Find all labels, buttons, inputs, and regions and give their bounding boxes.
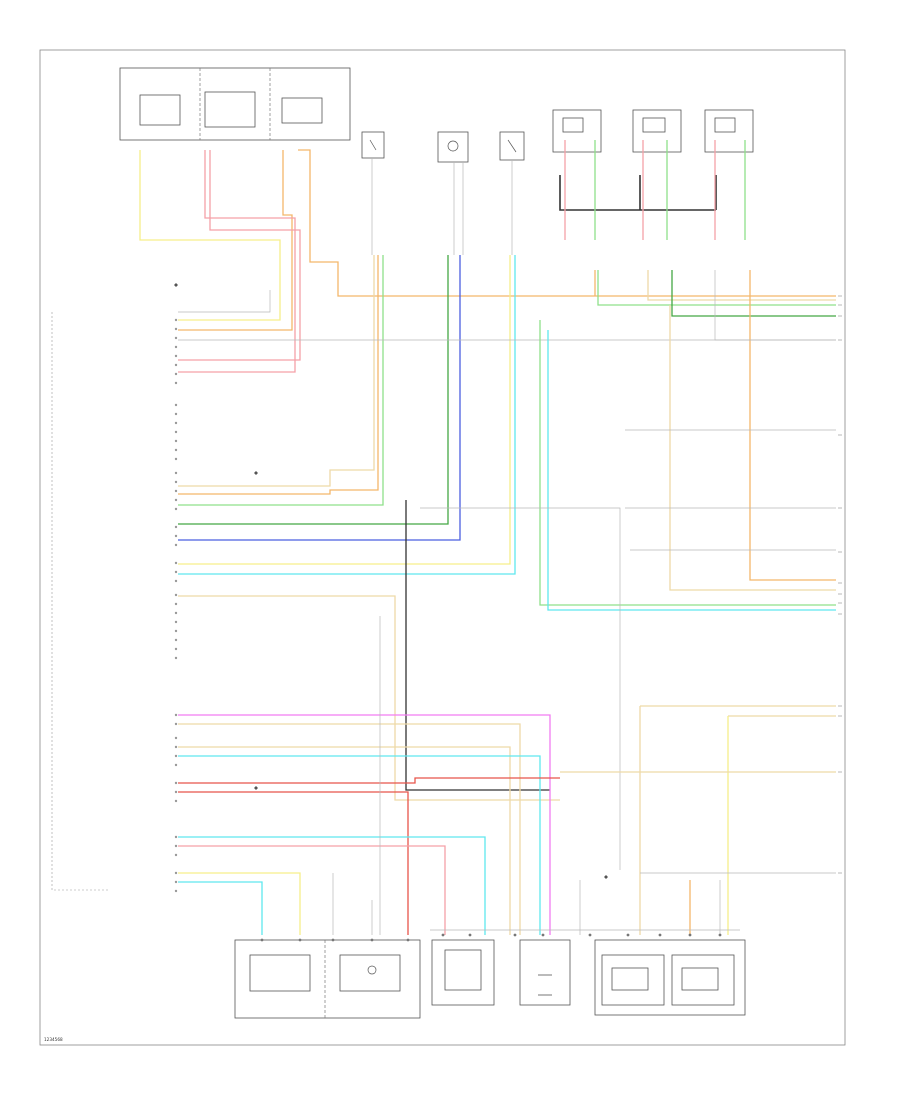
wire-red-34: [178, 777, 560, 784]
wire-green-7: [178, 255, 384, 506]
position-sensor-3: [704, 109, 754, 153]
wire-green-20: [539, 320, 836, 606]
connector-pin-column-1: [174, 318, 178, 893]
motor-switch-3: [499, 131, 525, 161]
wire-pink-4: [178, 150, 301, 361]
wire-gray-18: [178, 290, 271, 313]
wire-blue-9: [178, 255, 461, 541]
position-sensor-1: [552, 109, 602, 153]
corner-code: 1234568: [44, 1037, 63, 1042]
horizontal-motor: [431, 939, 495, 1006]
wire-yellow-37: [178, 872, 301, 935]
wire-tan-5: [178, 255, 375, 487]
motor-switch-2: [437, 131, 469, 163]
driver-seat-recline-switch: [234, 939, 421, 1019]
wire-red-33: [178, 791, 409, 935]
recline-motor: [519, 939, 571, 1006]
module-internal-block-1: [139, 94, 181, 126]
wire-tan-30: [178, 723, 521, 935]
wire-orange-17: [749, 270, 836, 581]
module-internal-block-3: [281, 97, 323, 124]
wire-group: [139, 140, 836, 935]
wire-yellow-2: [139, 150, 281, 321]
wire-gray-26: [420, 507, 621, 870]
wire-pink-3: [178, 150, 296, 373]
wire-orange-1: [178, 150, 293, 331]
connector-diamonds: [174, 283, 608, 879]
wire-pink-36: [178, 845, 446, 935]
wire-tan-14: [647, 270, 836, 301]
wire-cyan-32: [178, 755, 541, 935]
sensor-shared-bus: [559, 175, 717, 211]
wire-cyan-21: [547, 330, 836, 611]
diagram-frame: [39, 49, 846, 1046]
module-internal-block-2: [204, 91, 256, 128]
memory-seat-module-box: [119, 67, 351, 141]
wire-black-27: [405, 500, 550, 791]
right-terminals: [838, 295, 842, 874]
wire-dkgreen-8: [178, 255, 449, 525]
wire-tan-28: [178, 595, 560, 801]
wire-orange-6: [178, 255, 379, 495]
wire-orange-0: [298, 149, 836, 297]
wire-cyan-38: [178, 881, 263, 935]
wire-magenta-29: [178, 714, 551, 935]
bottom-pin-row: [260, 933, 722, 942]
wire-cyan-11: [178, 255, 516, 575]
wire-green-13: [597, 270, 836, 306]
wire-tan-22: [669, 305, 836, 591]
position-sensor-2: [632, 109, 682, 153]
motor-switch-1: [361, 131, 385, 159]
wire-yellow-10: [178, 255, 511, 565]
wire-dkgreen-15: [671, 270, 836, 317]
lumbar-sensors: [594, 939, 746, 1016]
wire-cyan-35: [178, 836, 486, 935]
wire-tan-31: [178, 746, 511, 935]
seat-module-boundary: [51, 312, 110, 891]
